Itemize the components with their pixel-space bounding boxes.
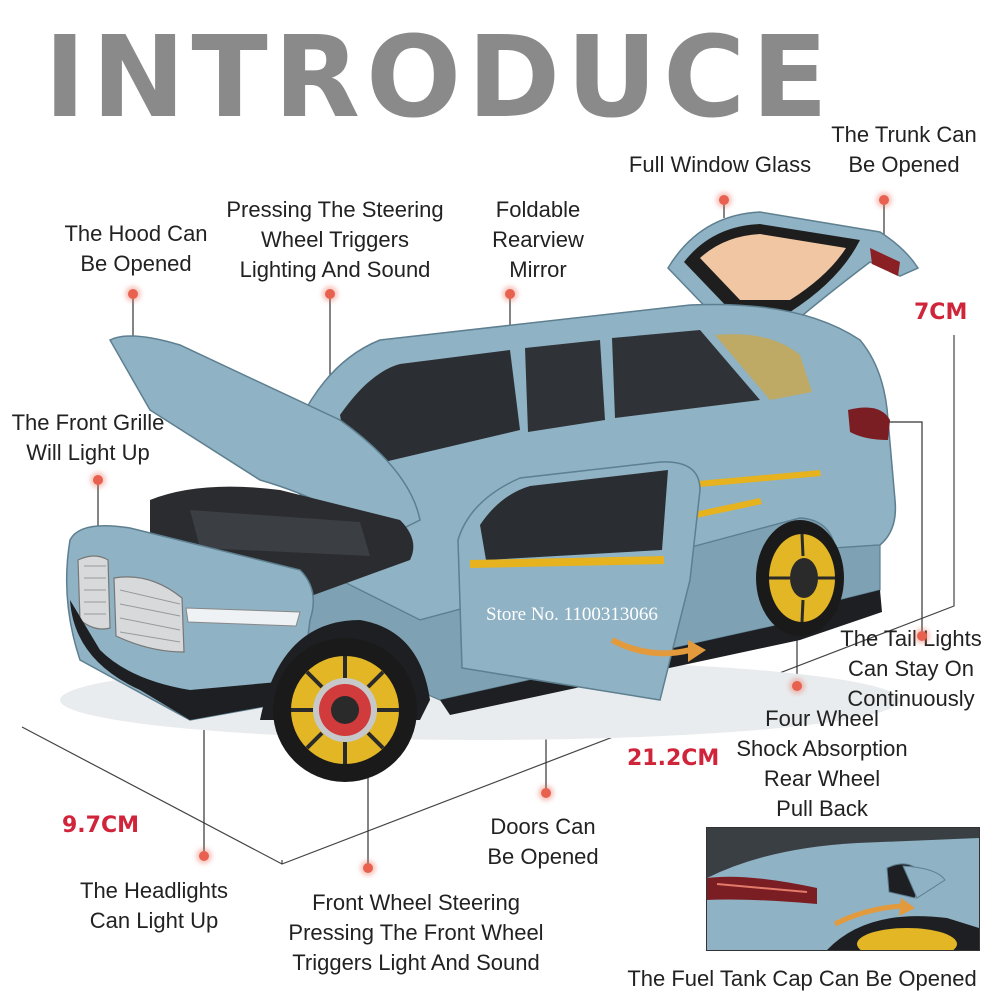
page-title: INTRODUCE [44, 13, 834, 143]
car-body [65, 303, 897, 721]
callout-dot-hood [128, 289, 138, 299]
dimension-length: 21.2CM [627, 746, 720, 771]
dimension-height: 7CM [914, 300, 968, 325]
front-wheel [273, 638, 417, 782]
callout-dot-tail-lights [917, 631, 927, 641]
fuel-tank-illustration [707, 828, 979, 950]
label-shock-absorption: Four Wheel Shock Absorption Rear Wheel P… [736, 706, 908, 821]
callout-dot-headlights [199, 851, 209, 861]
callout-dot-steering [325, 289, 335, 299]
callout-dot-front-wheel [363, 863, 373, 873]
callout-dot-trunk [879, 195, 889, 205]
store-watermark: Store No. 1100313066 [486, 604, 658, 625]
label-front-grille: The Front Grille Will Light Up [11, 410, 165, 465]
door-swing-arrow [610, 637, 691, 657]
door-swing-arrowhead [688, 640, 706, 662]
dimension-width: 9.7CM [62, 813, 140, 838]
callout-dot-shock [792, 681, 802, 691]
label-mirror: Foldable Rearview Mirror [492, 197, 584, 282]
open-trunk-lid [667, 211, 920, 327]
label-steering-wheel: Pressing The Steering Wheel Triggers Lig… [226, 197, 444, 282]
label-front-wheel: Front Wheel Steering Pressing The Front … [288, 890, 544, 975]
label-headlights: The Headlights Can Light Up [80, 878, 228, 933]
callout-dot-doors [541, 788, 551, 798]
callout-dot-mirror [505, 289, 515, 299]
label-trunk: The Trunk Can Be Opened [831, 122, 977, 177]
label-fuel-tank: The Fuel Tank Cap Can Be Opened [627, 966, 977, 991]
label-doors: Doors Can Be Opened [487, 814, 599, 869]
callout-dot-window [719, 195, 729, 205]
fuel-tank-inset [706, 827, 980, 951]
label-window-glass: Full Window Glass [628, 152, 812, 177]
callout-dot-grille [93, 475, 103, 485]
rear-wheel [756, 520, 844, 636]
label-tail-lights: The Tail Lights Can Stay On Continuously [840, 626, 982, 711]
label-hood: The Hood Can Be Opened [64, 221, 208, 276]
